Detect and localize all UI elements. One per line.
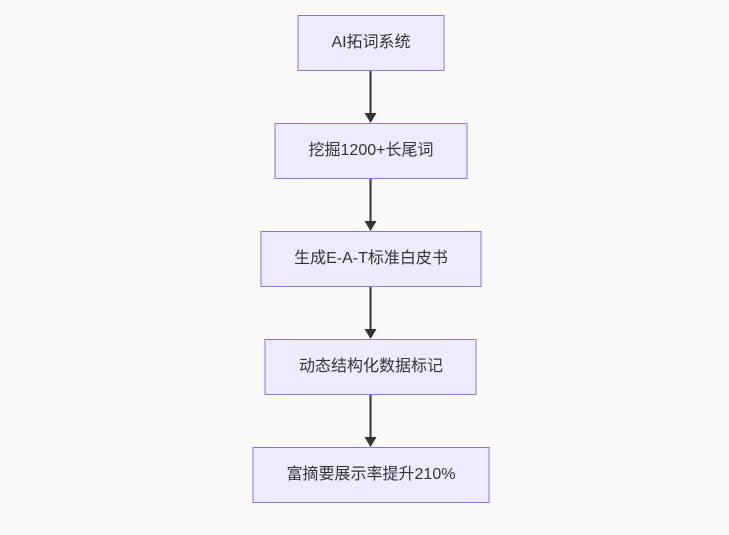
arrow-down [365, 287, 377, 339]
flow-node-label: 动态结构化数据标记 [298, 358, 443, 375]
flow-node-ai-word-system: AI拓词系统 [297, 15, 445, 71]
flow-node-structured-data: 动态结构化数据标记 [264, 339, 477, 395]
flow-node-rich-snippet-result: 富摘要展示率提升210% [252, 447, 490, 503]
arrow-head-icon [365, 113, 377, 123]
arrow-down [365, 179, 377, 231]
flow-node-longtail-keywords: 挖掘1200+长尾词 [274, 123, 468, 179]
arrow-head-icon [365, 329, 377, 339]
flowchart: AI拓词系统 挖掘1200+长尾词 生成E-A-T标准白皮书 动态结构化数据标记 [252, 15, 490, 503]
arrow-line [370, 287, 372, 330]
flow-node-label: 富摘要展示率提升210% [286, 466, 456, 483]
arrow-down [365, 395, 377, 447]
arrow-line [370, 395, 372, 438]
arrow-line [370, 179, 372, 222]
flow-node-label: 挖掘1200+长尾词 [308, 142, 434, 159]
flow-node-eat-whitepaper: 生成E-A-T标准白皮书 [260, 231, 482, 287]
arrow-down [365, 71, 377, 123]
arrow-head-icon [365, 437, 377, 447]
arrow-line [370, 71, 372, 114]
flow-node-label: 生成E-A-T标准白皮书 [294, 250, 448, 267]
flow-node-label: AI拓词系统 [331, 34, 411, 51]
arrow-head-icon [365, 221, 377, 231]
